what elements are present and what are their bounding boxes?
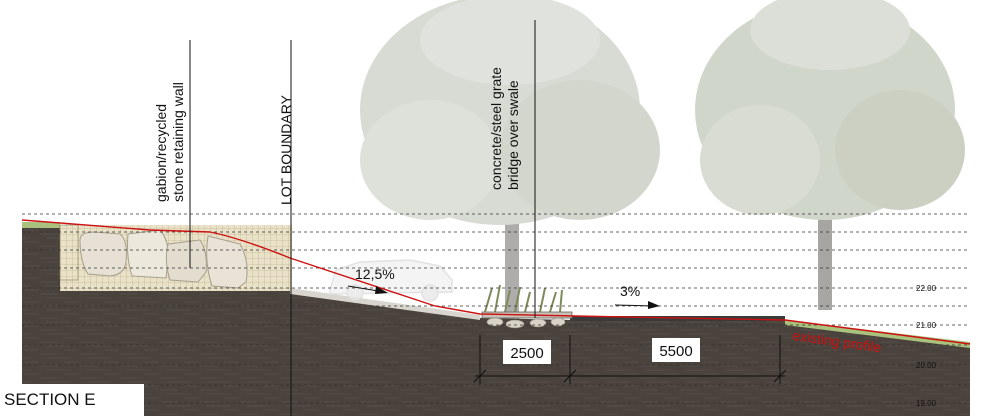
dimension-line: [473, 335, 787, 384]
level-tag: 22.00: [916, 284, 937, 293]
slope-right-arrow: [614, 301, 660, 309]
slope-left-arrow: [347, 285, 388, 294]
level-tag: 21.00: [916, 321, 937, 330]
grass-top-left: [22, 222, 60, 228]
grass-right: [785, 320, 970, 348]
bridge-label-line1: concrete/steel grate: [488, 67, 504, 190]
section-title: SECTION E: [4, 390, 96, 409]
dimension-swale: 2500: [510, 345, 543, 362]
level-lines: [22, 213, 970, 404]
lot-boundary-label: LOT BOUNDARY: [278, 94, 294, 205]
gabion-label-line2: stone retaining wall: [170, 82, 186, 202]
title-box: [0, 384, 144, 416]
bridge-label-line2: bridge over swale: [505, 80, 521, 190]
dim-box-5500: [652, 338, 700, 362]
gabion-label-line1: gabion/recycled: [153, 104, 169, 202]
level-tags: 22.00 21.00 20.00 19.00: [916, 284, 937, 408]
existing-profile-line: [21, 219, 971, 345]
level-tag: 20.00: [916, 361, 937, 370]
slope-right-label: 3%: [620, 283, 640, 299]
gabion-wall: [59, 224, 292, 291]
swale-plants: [484, 284, 563, 313]
tree-left: [360, 0, 660, 320]
dim-box-2500: [503, 340, 551, 364]
level-tag: 19.00: [916, 399, 937, 408]
dimension-path: 5500: [659, 343, 692, 360]
slope-left-label: 12,5%: [355, 266, 395, 282]
car-silhouette: [329, 259, 453, 302]
footpath: [290, 288, 480, 320]
tree-right: [695, 0, 965, 310]
